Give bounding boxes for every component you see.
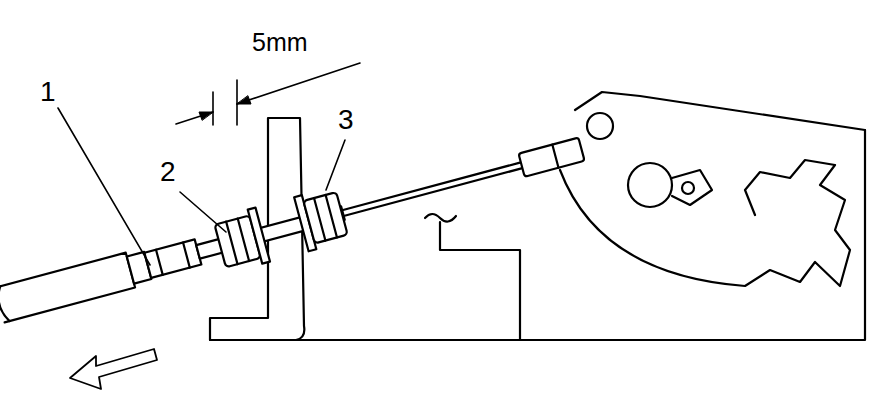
dimension-line: [176, 63, 360, 124]
cable-cut: [0, 286, 9, 322]
roller: [682, 182, 694, 194]
cable-assembly: [0, 122, 589, 332]
clevis: [518, 138, 584, 177]
leader-line: [58, 108, 150, 265]
callout-number: 3: [338, 106, 354, 134]
inner-bracket: [440, 222, 520, 340]
washer-2: [248, 208, 270, 264]
hex-edges: [156, 242, 190, 274]
callout-number: 2: [160, 158, 176, 186]
leader-line: [180, 192, 226, 232]
direction-arrow: [70, 349, 157, 389]
dimension-extension: [213, 80, 237, 125]
clevis-pin: [587, 113, 613, 139]
pedal-bracket: [210, 130, 865, 340]
adjuster-hex: [144, 239, 201, 278]
dimension-label: 5mm: [252, 30, 308, 55]
break-mark: [425, 214, 456, 222]
nut-3-edges: [314, 195, 337, 241]
inner-wire: [342, 162, 522, 216]
nut-2-edges: [226, 219, 249, 265]
clevis-edge: [552, 145, 558, 168]
pedal-bracket-top: [575, 92, 865, 130]
pivot: [628, 163, 672, 207]
leader-line: [326, 140, 345, 190]
callout-number: 1: [40, 78, 56, 106]
dimension-arrows: [199, 96, 251, 120]
stopper: [672, 170, 712, 205]
nut-3: [303, 192, 347, 243]
cable-outer: [0, 253, 135, 323]
pedal-lever-sector: [560, 160, 850, 286]
